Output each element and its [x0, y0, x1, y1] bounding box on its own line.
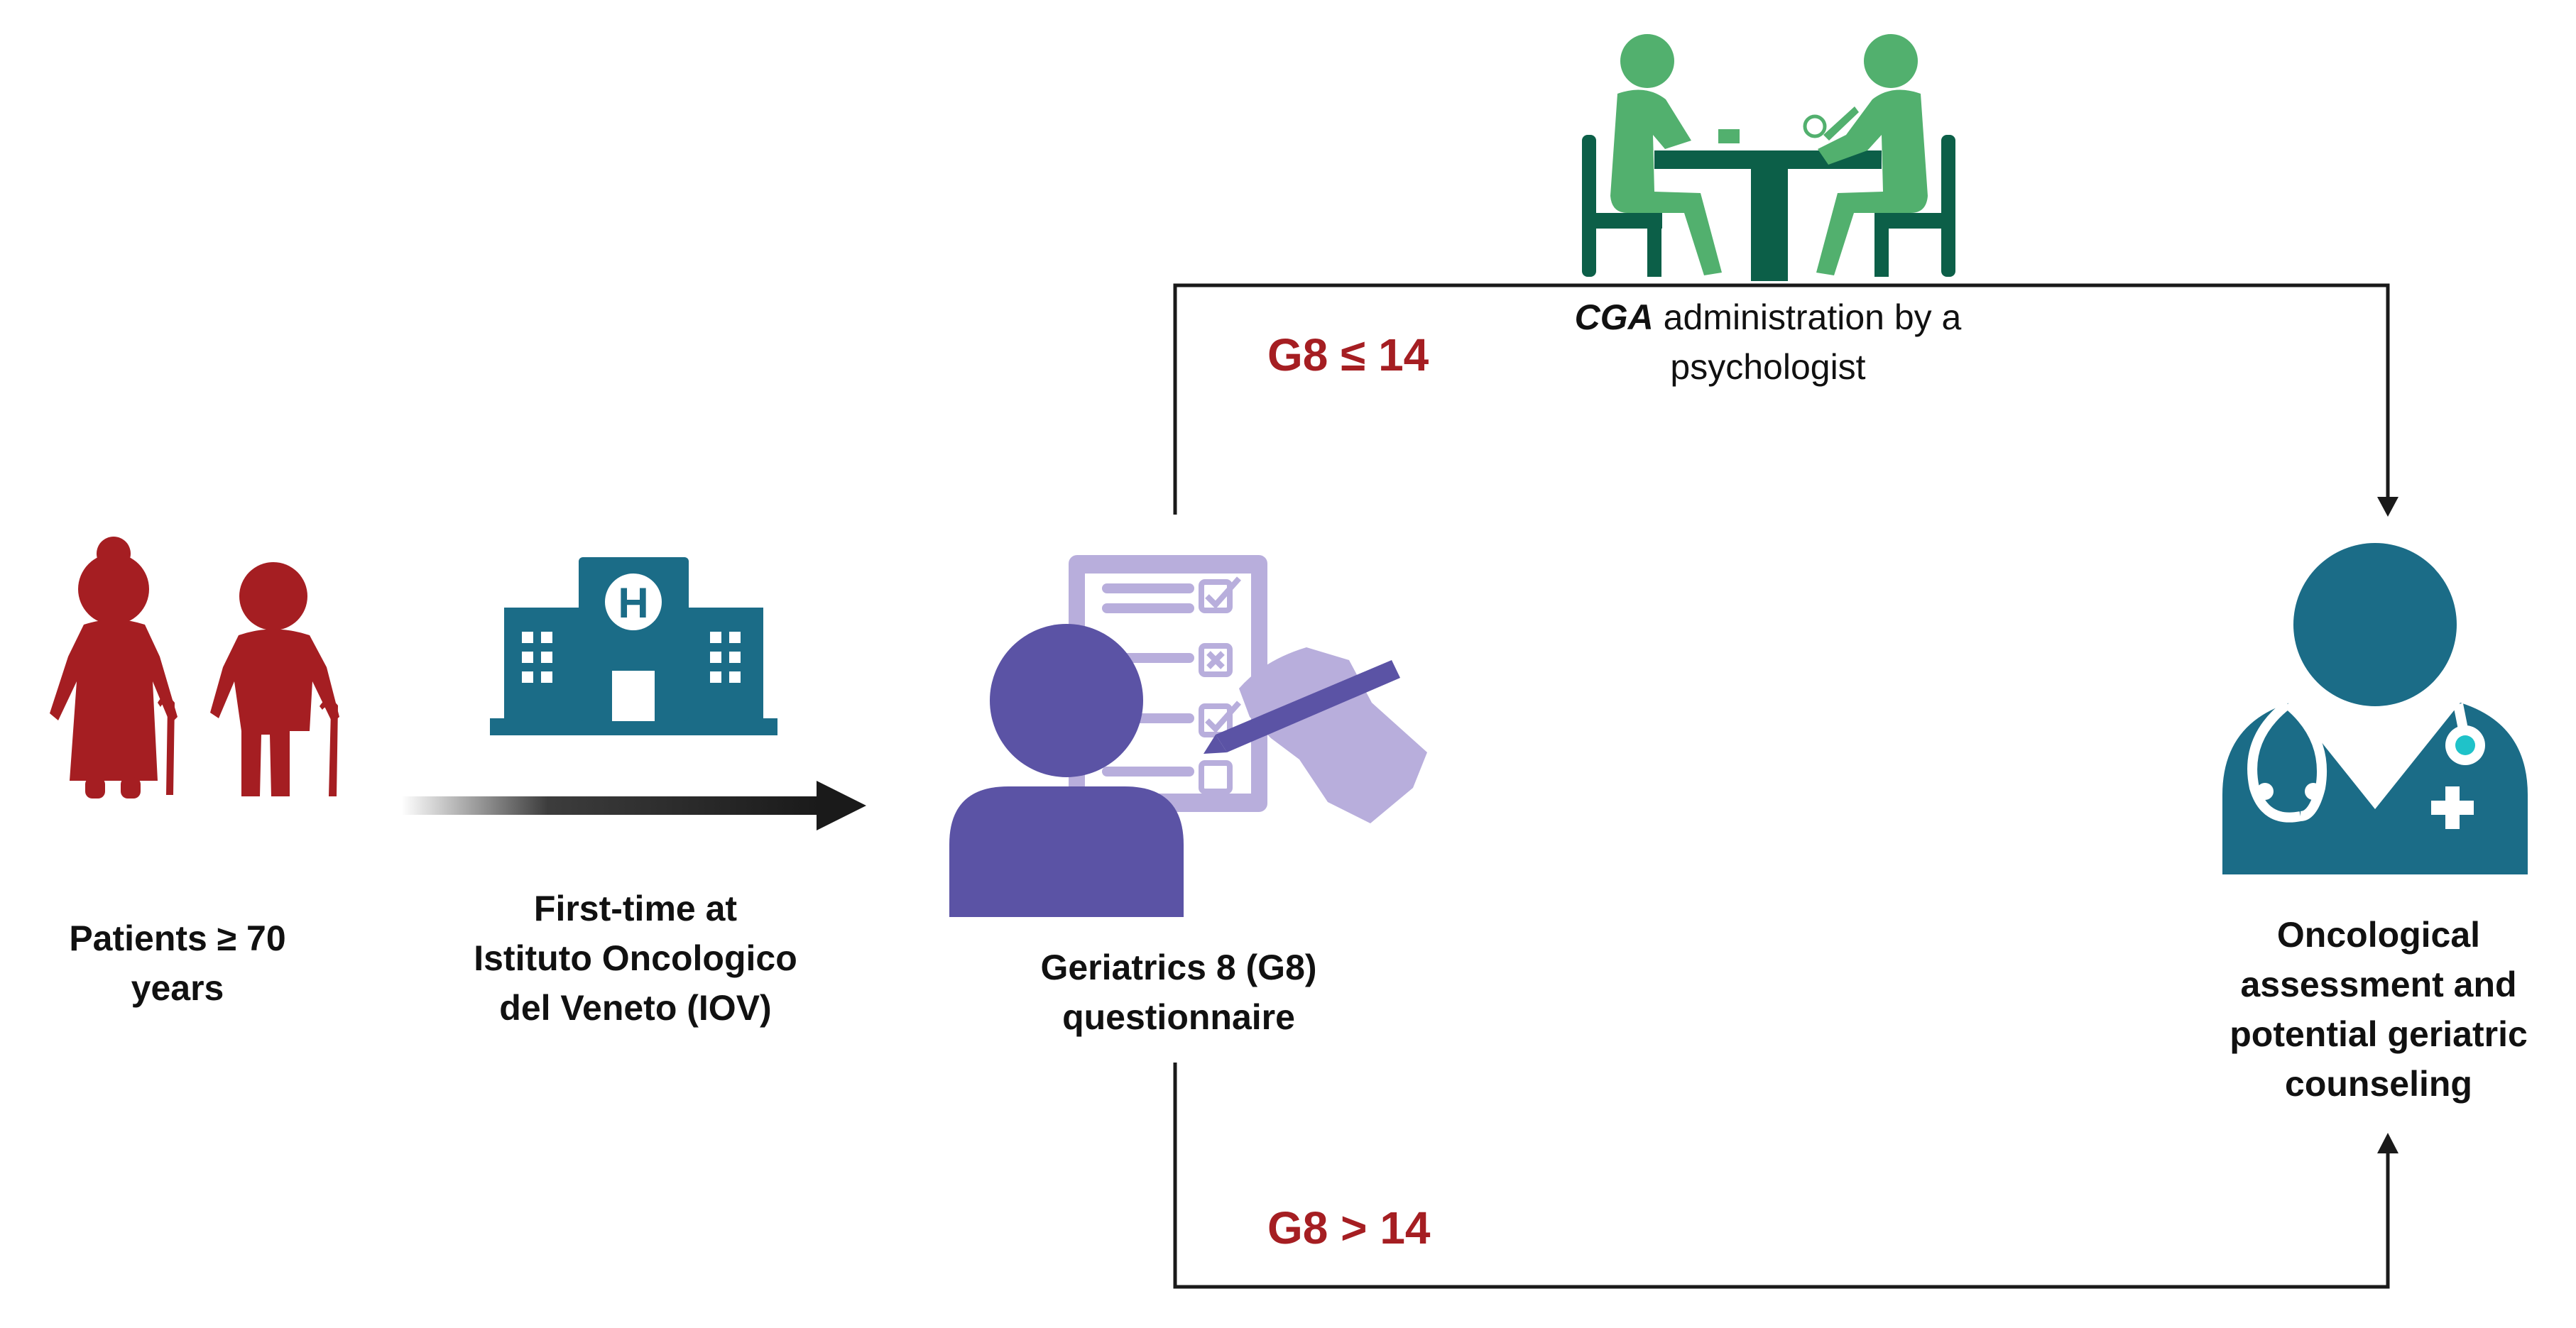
oncological-line1: Oncological	[2276, 915, 2481, 955]
g8-label-line1: Geriatrics 8 (G8)	[1040, 948, 1317, 987]
oncological-line2: assessment and	[2240, 965, 2517, 1004]
flow-arrow-to-g8	[401, 781, 866, 830]
first-time-line1: First-time at	[533, 889, 738, 928]
person-filling-questionnaire-icon	[949, 555, 1427, 917]
arrowhead-up	[2377, 1133, 2398, 1153]
oncological-label: Oncological assessment and potential ger…	[2187, 910, 2570, 1109]
branch-label-g8-high: G8 > 14	[1267, 1202, 1431, 1253]
patients-label: Patients ≥ 70 years	[21, 913, 334, 1013]
elderly-couple-with-canes-icon	[50, 537, 339, 799]
two-people-at-table-interview-icon	[1582, 34, 1955, 281]
first-time-line2: Istituto Oncologico	[474, 938, 797, 978]
g8-label-line2: questionnaire	[1062, 997, 1295, 1037]
doctor-with-stethoscope-icon	[2222, 543, 2528, 874]
first-time-label: First-time at Istituto Oncologico del Ve…	[437, 884, 834, 1033]
cga-label-rest: administration by a	[1653, 297, 1962, 337]
g8-label: Geriatrics 8 (G8) questionnaire	[987, 943, 1370, 1042]
cga-label-line2: psychologist	[1670, 347, 1866, 387]
cga-label-line1: CGA administration by a	[1477, 292, 2059, 342]
patients-label-line1: Patients ≥ 70	[69, 918, 286, 958]
branch-connector-g8-low	[1173, 283, 2390, 515]
hospital-building-icon: H	[490, 557, 777, 735]
arrowhead-down	[2377, 497, 2398, 517]
branch-connector-g8-high	[1173, 1063, 2390, 1289]
branch-label-g8-low: G8 ≤ 14	[1267, 329, 1429, 380]
cga-label: CGA administration by a psychologist	[1477, 292, 2059, 392]
oncological-line3: potential geriatric	[2230, 1014, 2528, 1054]
oncological-line4: counseling	[2285, 1064, 2472, 1104]
patients-label-line2: years	[131, 968, 224, 1008]
first-time-line3: del Veneto (IOV)	[499, 988, 772, 1028]
svg-text:H: H	[618, 579, 648, 627]
cga-abbrev: CGA	[1574, 297, 1654, 337]
